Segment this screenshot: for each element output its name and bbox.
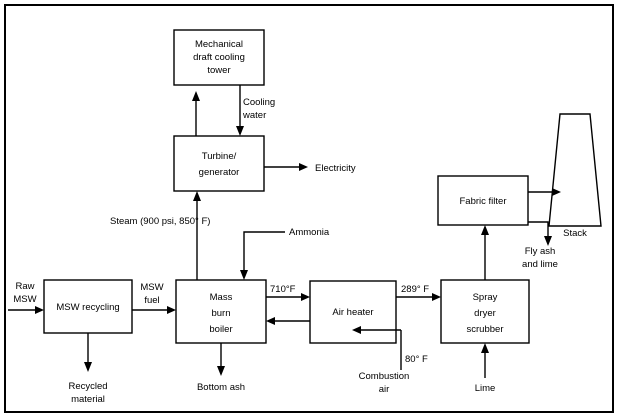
arrow-head-cooling-return bbox=[192, 91, 200, 101]
label-cooling-water-line2: water bbox=[242, 110, 266, 121]
label-boiler-line2: burn bbox=[211, 308, 230, 319]
label-air-heater: Air heater bbox=[332, 307, 373, 318]
unit-box-cooling-tower[interactable] bbox=[173, 29, 265, 86]
arrow-head-scrubber-to-filter bbox=[481, 225, 489, 235]
label-fly-ash-line1: Fly ash bbox=[525, 246, 556, 257]
diagram-border bbox=[4, 4, 614, 413]
label-cooling-tower-line1: Mechanical bbox=[195, 39, 243, 50]
arrow-head-ammonia bbox=[240, 270, 248, 280]
label-710f: 710°F bbox=[270, 284, 296, 295]
label-boiler-line3: boiler bbox=[209, 324, 232, 335]
label-combustion-air-line1: Combustion bbox=[359, 371, 410, 382]
unit-box-air-heater[interactable] bbox=[309, 280, 397, 344]
label-cooling-tower-line2: draft cooling bbox=[193, 52, 245, 63]
label-cooling-tower-line3: tower bbox=[207, 65, 230, 76]
label-turbine-line1: Turbine/ bbox=[202, 151, 237, 162]
label-msw-fuel-line2: fuel bbox=[144, 295, 159, 306]
unit-box-fabric-filter[interactable] bbox=[437, 175, 529, 226]
label-spray-dryer-line3: scrubber bbox=[467, 324, 504, 335]
label-combustion-air-line2: air bbox=[379, 384, 390, 395]
arrow-head-bottom-ash bbox=[217, 366, 225, 376]
label-fly-ash-line2: and lime bbox=[522, 259, 558, 270]
arrow-head-710f bbox=[301, 293, 310, 301]
unit-box-mass-burn-boiler[interactable] bbox=[175, 279, 267, 344]
arrow-head-preheated-air bbox=[266, 317, 275, 325]
flow-line-ammonia bbox=[243, 231, 285, 275]
arrow-head-lime bbox=[481, 343, 489, 353]
arrow-head-raw-msw bbox=[35, 306, 44, 314]
label-fabric-filter: Fabric filter bbox=[460, 196, 507, 207]
label-289f: 289° F bbox=[401, 284, 429, 295]
arrow-head-cooling-water bbox=[236, 126, 244, 136]
label-80f: 80° F bbox=[405, 354, 428, 365]
unit-box-turbine-generator[interactable] bbox=[173, 135, 265, 192]
label-lime: Lime bbox=[475, 383, 496, 394]
label-boiler-line1: Mass bbox=[210, 292, 233, 303]
label-spray-dryer-line1: Spray bbox=[473, 292, 498, 303]
label-bottom-ash: Bottom ash bbox=[197, 382, 245, 393]
label-raw-msw-line1: Raw bbox=[15, 281, 34, 292]
label-electricity: Electricity bbox=[315, 163, 356, 174]
label-recycled-material-line2: material bbox=[71, 394, 105, 405]
label-raw-msw-line2: MSW bbox=[13, 294, 36, 305]
label-steam: Steam (900 psi, 850° F) bbox=[110, 216, 210, 227]
arrow-head-289f bbox=[432, 293, 441, 301]
label-turbine-line2: generator bbox=[199, 167, 240, 178]
arrow-head-combustion-air bbox=[352, 326, 361, 334]
unit-shape-stack[interactable] bbox=[548, 113, 602, 227]
arrow-head-electricity bbox=[299, 163, 308, 171]
arrow-head-msw-fuel bbox=[167, 306, 176, 314]
label-cooling-water-line1: Cooling bbox=[243, 97, 275, 108]
label-recycled-material-line1: Recycled bbox=[68, 381, 107, 392]
arrow-head-recycled-material bbox=[84, 362, 92, 372]
label-msw-fuel-line1: MSW bbox=[140, 282, 163, 293]
label-msw-recycling: MSW recycling bbox=[56, 302, 119, 313]
label-ammonia: Ammonia bbox=[289, 227, 330, 238]
arrow-head-steam bbox=[193, 191, 201, 201]
arrow-head-filter-to-stack bbox=[552, 188, 561, 196]
unit-box-msw-recycling[interactable] bbox=[43, 279, 133, 334]
arrow-head-fly-ash bbox=[544, 236, 552, 246]
flow-line-fly-ash bbox=[528, 221, 549, 241]
label-spray-dryer-line2: dryer bbox=[474, 308, 496, 319]
label-stack: Stack bbox=[563, 228, 587, 239]
